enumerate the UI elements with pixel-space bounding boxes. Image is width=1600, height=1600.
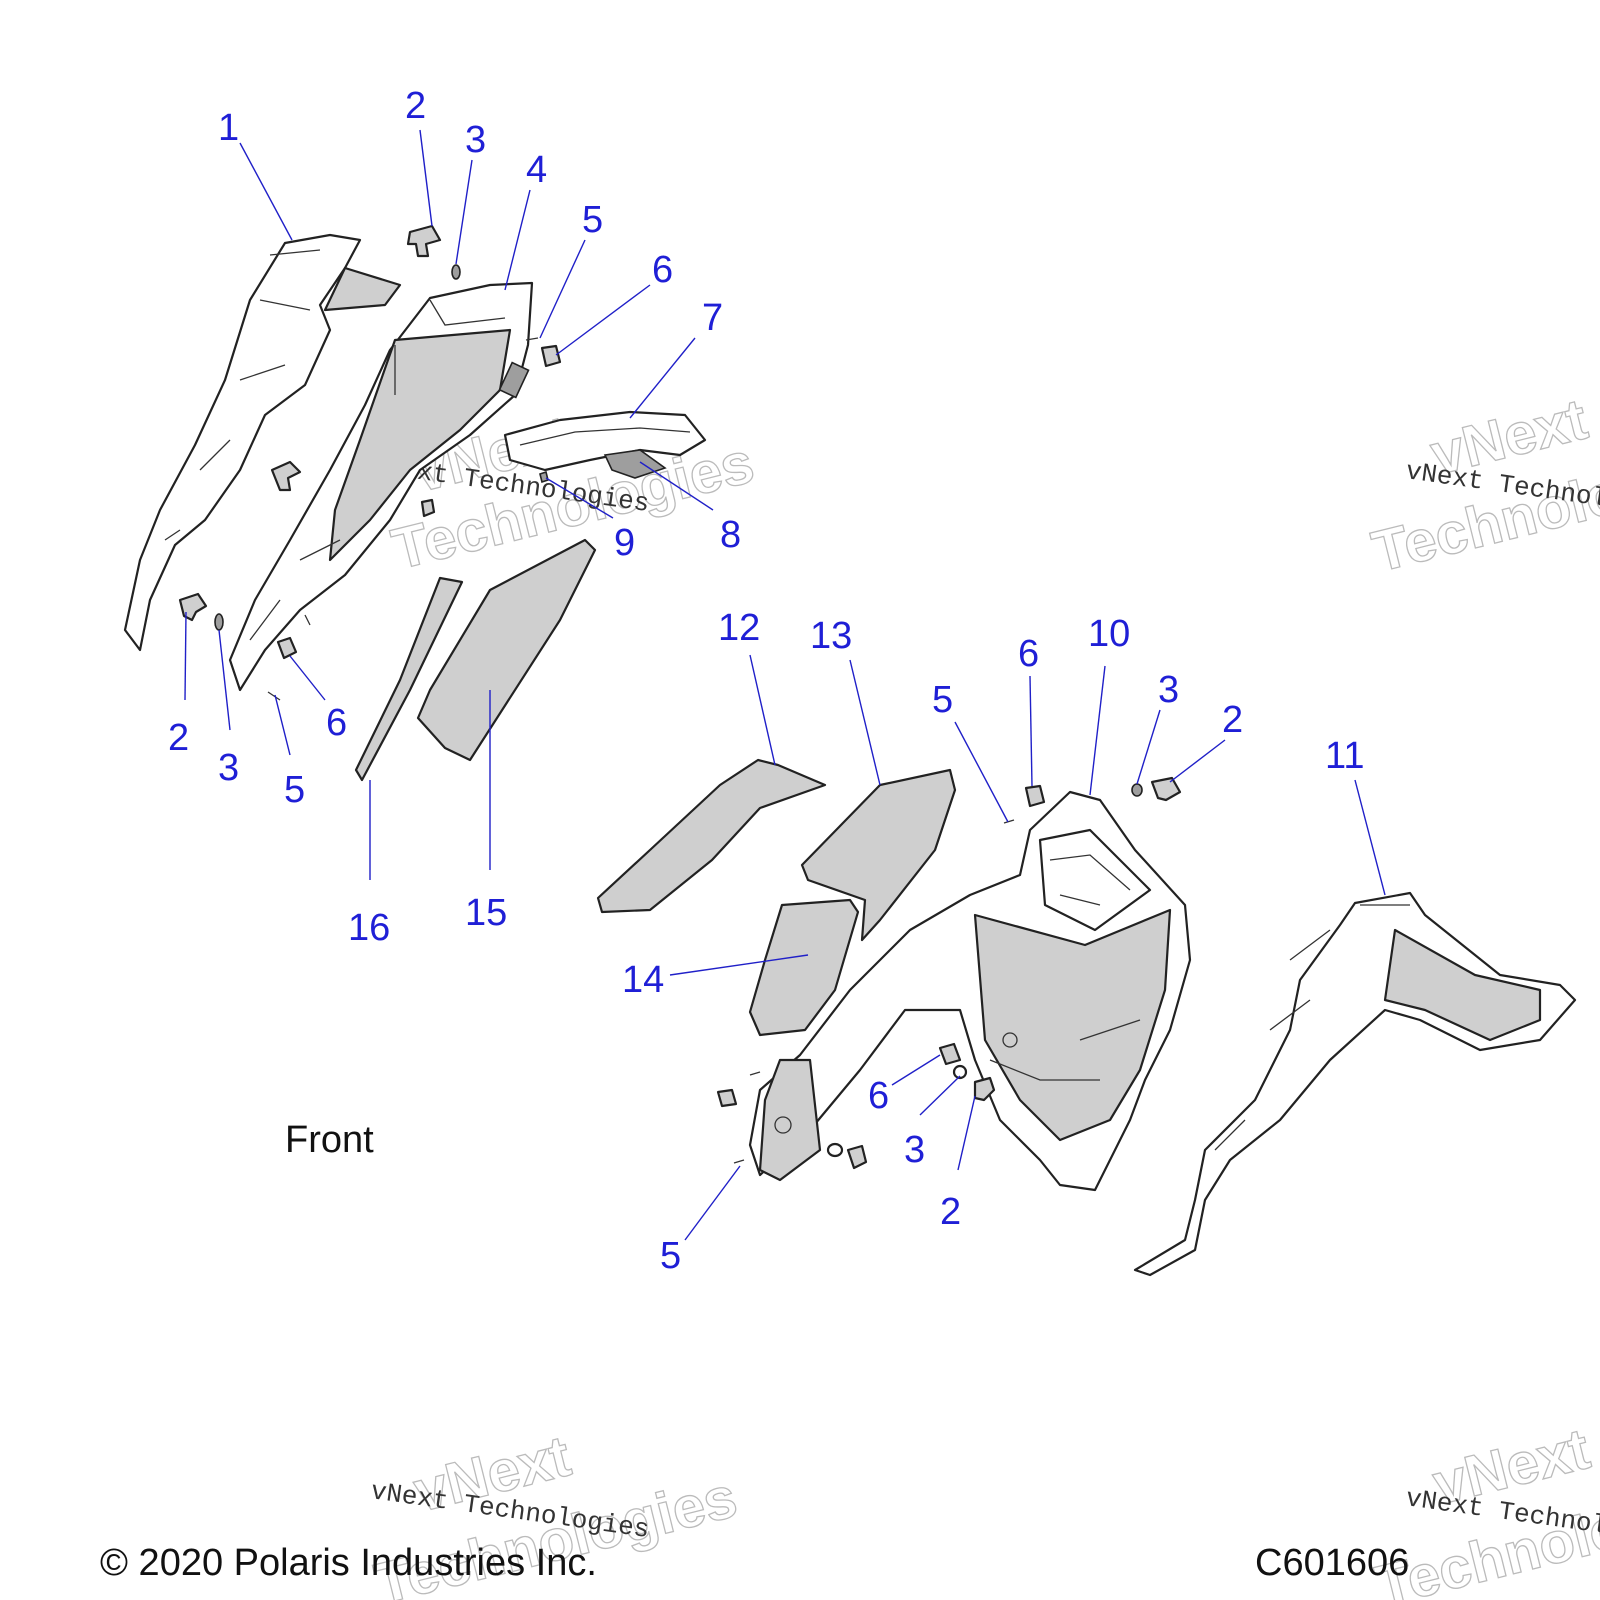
spring-3-left xyxy=(214,613,224,631)
figure-code: C601606 xyxy=(1255,1542,1409,1584)
part-8-bracket xyxy=(603,449,667,479)
callout-5-bottom: 5 xyxy=(660,1235,681,1277)
callout-2-right-top: 2 xyxy=(1222,699,1243,741)
callout-3-right-top: 3 xyxy=(1158,669,1179,711)
callout-14: 14 xyxy=(622,959,664,1001)
fastener-bottom xyxy=(846,1144,868,1170)
part-9-clip xyxy=(539,470,549,484)
part-16-trim-strip xyxy=(354,576,464,782)
callout-3-left: 3 xyxy=(218,747,239,789)
callout-5-top: 5 xyxy=(582,199,603,241)
callout-3-right-bottom: 3 xyxy=(904,1129,925,1171)
fastener-2-right-bottom xyxy=(973,1076,996,1102)
washer-3-right-bottom xyxy=(952,1064,968,1080)
callout-9: 9 xyxy=(614,522,635,564)
knob-mid-left xyxy=(270,460,302,492)
part-4-left-inner-frame xyxy=(228,281,534,692)
part-10-right-inner-frame xyxy=(748,790,1192,1192)
fastener-2-left xyxy=(178,592,208,622)
callout-6-top: 6 xyxy=(652,249,673,291)
callout-5-left: 5 xyxy=(284,769,305,811)
callout-6-left: 6 xyxy=(326,702,347,744)
callout-6-right-top: 6 xyxy=(1018,633,1039,675)
fastener-2-top xyxy=(406,224,442,258)
fastener-2-right-top xyxy=(1150,776,1182,802)
callout-8: 8 xyxy=(720,514,741,556)
nut-6-top xyxy=(540,344,562,368)
clip-mid xyxy=(420,498,436,518)
copyright-text: © 2020 Polaris Industries Inc. xyxy=(100,1542,597,1584)
spring-3-top xyxy=(451,264,461,280)
callout-6-right-bottom: 6 xyxy=(868,1075,889,1117)
nut-left-bottom xyxy=(716,1088,738,1108)
callout-3-top: 3 xyxy=(465,119,486,161)
screw-5-bottom xyxy=(733,1159,745,1164)
washer-3-right-top xyxy=(1131,783,1143,797)
screw-5-right-top xyxy=(1003,819,1015,824)
nut-6-right-top xyxy=(1024,784,1046,808)
part-13-pad xyxy=(800,768,957,942)
part-7-rail xyxy=(503,410,707,472)
callout-16: 16 xyxy=(348,907,390,949)
washer-bottom xyxy=(826,1142,844,1158)
callout-5-right-top: 5 xyxy=(932,679,953,721)
part-14-pad xyxy=(748,898,860,1037)
screw-5-left xyxy=(267,614,311,701)
callout-1: 1 xyxy=(218,107,239,149)
callout-10: 10 xyxy=(1088,613,1130,655)
callout-4: 4 xyxy=(526,149,547,191)
callout-12: 12 xyxy=(718,607,760,649)
leader-lines xyxy=(184,129,1386,1241)
part-11-right-outer-panel xyxy=(1133,891,1577,1277)
callout-2-left: 2 xyxy=(168,717,189,759)
screw-left-bottom xyxy=(749,1071,761,1076)
nut-6-right-bottom xyxy=(938,1042,962,1066)
callout-numbers: 1 2 3 4 5 6 7 8 9 2 3 5 6 16 15 12 13 14… xyxy=(168,85,1364,1277)
front-label: Front xyxy=(285,1119,374,1161)
part-12-pad xyxy=(596,758,827,914)
callout-2-top: 2 xyxy=(405,85,426,127)
callout-7: 7 xyxy=(702,297,723,339)
callout-11: 11 xyxy=(1325,735,1364,777)
part-15-pad xyxy=(416,538,597,762)
callout-15: 15 xyxy=(465,892,507,934)
screw-5-top xyxy=(525,337,539,341)
nut-6-left xyxy=(276,636,298,660)
callout-2-right-bottom: 2 xyxy=(940,1191,961,1233)
part-1-left-outer-panel xyxy=(123,233,402,652)
callout-13: 13 xyxy=(810,615,852,657)
